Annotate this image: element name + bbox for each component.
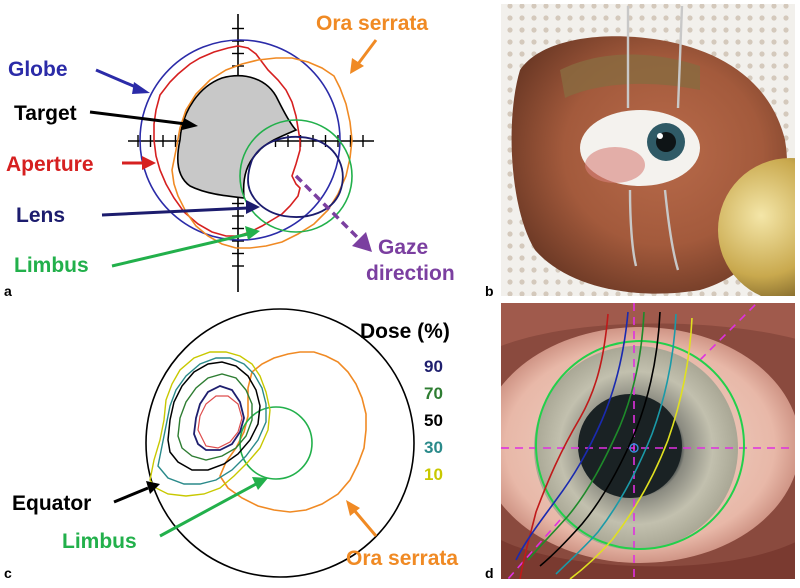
aperture-contour-c	[197, 395, 243, 449]
dose-legend: 90 70 50 30 10	[424, 357, 443, 484]
lower-eyelid	[501, 540, 795, 579]
ora-serrata-arrowhead-c	[346, 500, 360, 516]
brass-applicator	[718, 158, 795, 296]
label-lens: Lens	[16, 204, 65, 227]
equator-circle	[145, 308, 415, 578]
panel-b: b	[485, 4, 795, 299]
isodose-line-yellow	[569, 317, 693, 579]
isodose-50	[167, 361, 261, 471]
dose-level-70: 70	[424, 384, 443, 403]
isodose-line-red	[519, 313, 609, 579]
aperture-arrowhead	[142, 156, 156, 170]
globe-circle	[139, 39, 341, 241]
highlight-b	[657, 133, 663, 139]
limbus-circle-c	[239, 406, 313, 480]
limbus-arrowhead-a	[245, 226, 260, 240]
panel-letter-d: d	[485, 565, 494, 581]
dose-legend-title: Dose (%)	[360, 320, 450, 343]
equator-arrow	[113, 486, 149, 504]
label-ora-serrata-a: Ora serrata	[316, 12, 428, 35]
label-globe: Globe	[8, 58, 68, 81]
label-ora-serrata-c: Ora serrata	[346, 547, 458, 570]
isodose-30	[157, 357, 267, 485]
retractor-wires	[626, 5, 684, 271]
label-limbus-a: Limbus	[14, 254, 89, 277]
limbus-arrow-a	[111, 232, 249, 268]
panel-c: Equator Limbus Ora serrata Dose (%) 90 70…	[4, 308, 458, 581]
label-target: Target	[14, 102, 77, 125]
gaze-direction-arrow	[294, 174, 362, 242]
panel-d: d	[485, 303, 795, 581]
ora-serrata-arrowhead-a	[350, 58, 364, 74]
target-arrowhead	[182, 118, 198, 130]
panel-letter-c: c	[4, 565, 12, 581]
panel-a: Globe Target Aperture Lens Limbus Ora se…	[4, 12, 455, 299]
gaze-arrowhead	[352, 232, 372, 252]
dose-level-90: 90	[424, 357, 443, 376]
label-aperture: Aperture	[6, 153, 94, 176]
lens-arrow	[101, 206, 249, 217]
isodose-10	[149, 351, 271, 497]
limbus-arrow-c	[159, 482, 257, 538]
limbus-circle-d	[535, 340, 745, 550]
limbus-arrowhead-c	[252, 477, 268, 490]
center-marker	[629, 443, 639, 453]
label-gaze-line1: Gaze	[378, 236, 428, 259]
lens-arrowhead	[246, 200, 260, 214]
target-arrow	[89, 110, 187, 126]
eyelashes	[560, 54, 700, 98]
crosshair-d	[501, 303, 795, 579]
target-region	[176, 75, 298, 199]
dose-level-10: 10	[424, 465, 443, 484]
equator-arrowhead	[146, 481, 160, 494]
isodose-line-teal	[555, 313, 677, 575]
label-gaze-line2: direction	[366, 262, 455, 285]
globe-arrowhead	[132, 82, 150, 94]
label-limbus-c: Limbus	[62, 530, 137, 553]
isodose-line-black	[539, 311, 661, 567]
upper-eyelid	[501, 303, 795, 346]
panel-letter-b: b	[485, 283, 494, 299]
ora-serrata-contour-c	[219, 351, 367, 513]
label-equator: Equator	[12, 492, 91, 515]
isodose-90	[193, 385, 245, 451]
dose-level-50: 50	[424, 411, 443, 430]
limbus-circle-a	[239, 119, 353, 233]
conjunctiva-red	[585, 147, 645, 183]
ora-serrata-arrow-c	[352, 509, 378, 537]
isodose-line-green	[527, 311, 645, 561]
isodose-line-blue	[515, 311, 629, 561]
isodose-70	[177, 373, 253, 461]
aperture-contour	[153, 45, 301, 237]
ora-serrata-arrow-a	[356, 39, 378, 65]
dose-level-30: 30	[424, 438, 443, 457]
lens-contour	[247, 136, 344, 218]
globe-arrow	[95, 68, 139, 90]
panel-letter-a: a	[4, 283, 12, 299]
